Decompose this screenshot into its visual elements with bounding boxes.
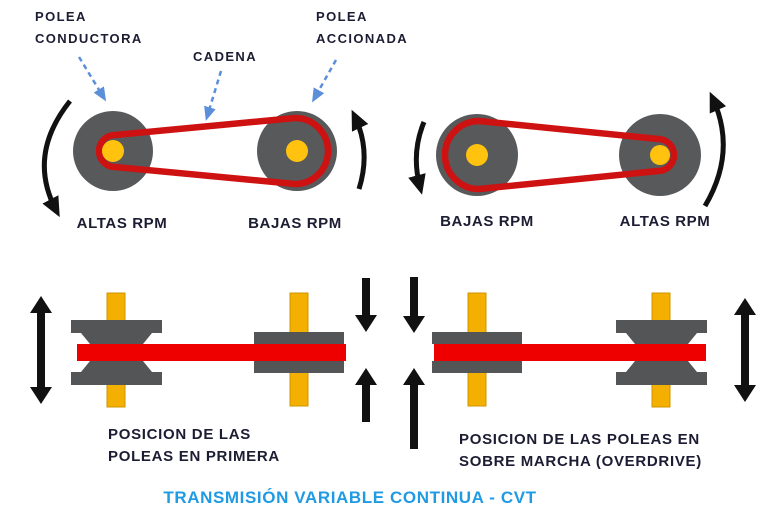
overdrive-plate-top xyxy=(432,332,522,344)
first-gear-plate-top xyxy=(254,332,344,344)
driving-pulley-label-line1: POLEA xyxy=(35,9,87,24)
first-gear-left-rpm-label: ALTAS RPM xyxy=(76,215,168,232)
first-gear-cone-bottom-cap xyxy=(71,372,162,385)
overdrive-caption-line2: SOBRE MARCHA (OVERDRIVE) xyxy=(459,453,702,470)
page-title: TRANSMISIÓN VARIABLE CONTINUA - CVT xyxy=(163,488,537,507)
overdrive-belt xyxy=(434,344,706,361)
callout-arrow-chain-icon xyxy=(204,70,223,121)
overdrive-driven-hub xyxy=(650,145,670,165)
first-gear-cone-bottom xyxy=(81,361,152,372)
squeeze-arrow-down-icon xyxy=(403,277,425,333)
overdrive-top-view xyxy=(408,91,727,208)
overdrive-left-rpm-label: BAJAS RPM xyxy=(440,213,534,230)
overdrive-caption-line1: POSICION DE LAS POLEAS EN xyxy=(459,431,700,448)
overdrive-driving-hub xyxy=(466,144,488,166)
first-gear-cone-top xyxy=(81,333,152,344)
overdrive-plate-bottom xyxy=(432,361,522,373)
callout-arrow-driven-pulley-icon xyxy=(312,59,338,103)
first-gear-plate-bottom xyxy=(254,361,344,373)
first-gear-driven-hub xyxy=(286,140,308,162)
first-gear-cone-top-cap xyxy=(71,320,162,333)
overdrive-cone-bottom xyxy=(626,361,697,372)
driven-pulley-label: POLEA ACCIONADA xyxy=(316,6,408,50)
first-gear-caption: POSICION DE LAS POLEAS EN PRIMERA xyxy=(108,424,280,468)
chain-label: CADENA xyxy=(193,49,258,64)
overdrive-cone-top xyxy=(626,333,697,344)
first-gear-caption-line2: POLEAS EN PRIMERA xyxy=(108,448,280,465)
driving-pulley-label-line2: CONDUCTORA xyxy=(35,31,143,46)
driven-pulley-label-line1: POLEA xyxy=(316,9,368,24)
driven-pulley-label-line2: ACCIONADA xyxy=(316,31,409,46)
callout-arrow-driving-pulley-icon xyxy=(77,56,107,102)
first-gear-chain xyxy=(95,114,332,188)
rotation-arrow-overdrive-right xyxy=(702,91,727,208)
first-gear-caption-line1: POSICION DE LAS xyxy=(108,426,252,443)
overdrive-chain xyxy=(441,117,678,193)
squeeze-arrow-up-icon xyxy=(355,368,377,422)
rotation-arrow-first-gear-left xyxy=(41,99,72,218)
rotation-arrow-first-gear-right xyxy=(351,109,369,190)
callout-arrows xyxy=(77,56,338,121)
overdrive-cone-top-cap xyxy=(616,320,707,333)
squeeze-arrow-up-icon xyxy=(403,368,425,449)
overdrive-side-view xyxy=(403,277,756,449)
driving-pulley-label: POLEA CONDUCTORA xyxy=(35,6,143,50)
overdrive-right-rpm-label: ALTAS RPM xyxy=(619,213,711,230)
expand-arrow-right-icon xyxy=(734,298,756,402)
overdrive-cone-bottom-cap xyxy=(616,372,707,385)
first-gear-top-view xyxy=(41,99,369,218)
first-gear-belt xyxy=(77,344,346,361)
rotation-arrow-overdrive-left xyxy=(408,121,427,195)
first-gear-right-rpm-label: BAJAS RPM xyxy=(248,215,342,232)
first-gear-driving-hub xyxy=(102,140,124,162)
expand-arrow-left-icon xyxy=(30,296,52,404)
first-gear-side-view xyxy=(30,278,377,422)
squeeze-arrow-down-icon xyxy=(355,278,377,332)
overdrive-caption: POSICION DE LAS POLEAS EN SOBRE MARCHA (… xyxy=(459,429,702,473)
